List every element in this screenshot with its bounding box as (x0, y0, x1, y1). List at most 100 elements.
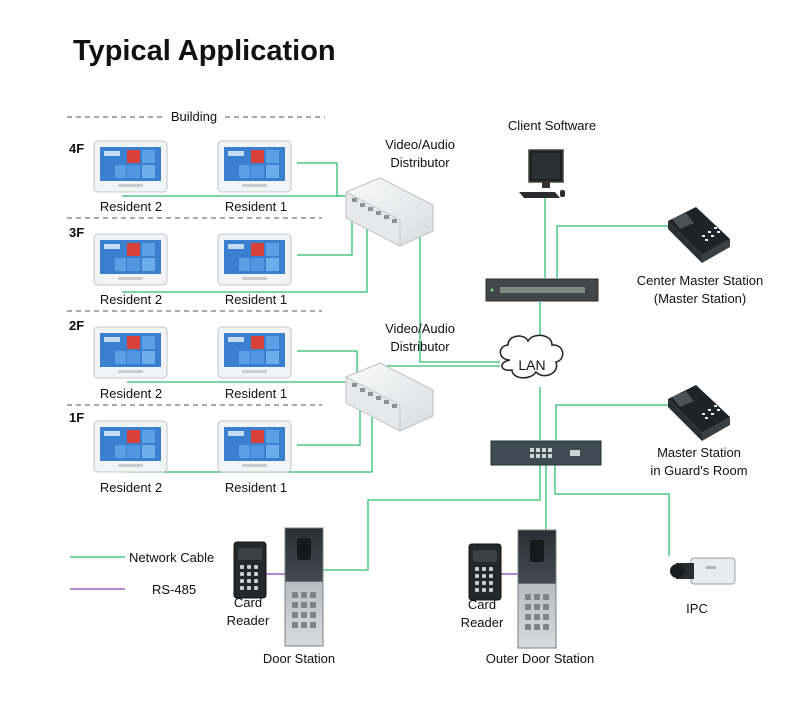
floor-label-4f: 4F (69, 141, 85, 156)
keypad-key (301, 602, 307, 608)
keypad-key (489, 574, 493, 578)
keypad-key (475, 567, 479, 571)
lan-cloud-icon (499, 334, 564, 379)
guard-master-label-1: Master Station (657, 445, 741, 460)
keypad-key (292, 612, 298, 618)
keypad-key (254, 586, 258, 590)
legend-rs485-label: RS-485 (152, 582, 197, 597)
keypad-key (534, 624, 540, 630)
keypad-key (525, 604, 531, 610)
resident-label: Resident 2 (99, 386, 163, 401)
resident-label: Resident 1 (224, 292, 288, 307)
keypad-key (240, 572, 244, 576)
outer-door-station-label: Outer Door Station (485, 651, 595, 666)
building-label: Building (170, 109, 218, 124)
keypad-key (489, 581, 493, 585)
keypad-key (310, 622, 316, 628)
keypad-key (475, 574, 479, 578)
client-software-label: Client Software (507, 118, 597, 133)
indoor-monitor-icon (93, 140, 168, 193)
keypad-key (301, 622, 307, 628)
resident-label: Resident 2 (99, 480, 163, 495)
cable-guard-master-poe (555, 404, 670, 440)
keypad-key (240, 579, 244, 583)
keypad-key (301, 612, 307, 618)
guard-master-station-icon (668, 385, 730, 441)
lan-label: LAN (518, 357, 546, 373)
keypad-key (525, 624, 531, 630)
indoor-monitor-icon (217, 140, 292, 193)
legend-network-label: Network Cable (129, 550, 215, 565)
guard-master-label-2: in Guard's Room (650, 463, 748, 478)
center-master-label-2: (Master Station) (653, 291, 747, 306)
ipc-label: IPC (686, 601, 708, 616)
keypad-key (475, 588, 479, 592)
distributor-lower-label-2: Distributor (390, 339, 450, 354)
cable-poe-door-station (318, 465, 541, 571)
indoor-monitor-icon (93, 420, 168, 473)
cable-2f-r1 (297, 350, 358, 378)
keypad-key (301, 592, 307, 598)
keypad-key (482, 574, 486, 578)
core-switch (485, 278, 599, 302)
floor-label-2f: 2F (69, 318, 85, 333)
keypad-key (475, 581, 479, 585)
keypad-key (525, 594, 531, 600)
keypad-key (525, 614, 531, 620)
keypad-key (240, 565, 244, 569)
client-pc-icon (519, 149, 565, 198)
indoor-monitor-icon (217, 326, 292, 379)
indoor-monitors (93, 140, 292, 473)
keypad-key (247, 586, 251, 590)
floor-separators (67, 116, 325, 406)
card-reader-left-label-1: Card (233, 595, 263, 610)
resident-label: Resident 1 (224, 480, 288, 495)
ipc-camera-icon (670, 557, 736, 585)
distributor-upper-label-2: Distributor (390, 155, 450, 170)
distributor-upper (345, 177, 434, 247)
keypad-key (254, 572, 258, 576)
keypad-key (247, 579, 251, 583)
indoor-monitor-icon (217, 233, 292, 286)
distributor-lower-label-1: Video/Audio (385, 321, 455, 336)
resident-label: Resident 1 (224, 386, 288, 401)
indoor-monitor-icon (93, 326, 168, 379)
keypad-key (240, 586, 244, 590)
floor-label-3f: 3F (69, 225, 85, 240)
keypad-key (310, 602, 316, 608)
resident-label: Resident 2 (99, 199, 163, 214)
keypad-key (543, 624, 549, 630)
indoor-monitor-icon (217, 420, 292, 473)
distributor-upper-label-1: Video/Audio (385, 137, 455, 152)
keypad-key (310, 592, 316, 598)
page-title: Typical Application (73, 35, 336, 67)
door-station-label: Door Station (262, 651, 336, 666)
card-reader-right-label-1: Card (467, 597, 497, 612)
poe-switch (490, 440, 602, 466)
cable-poe-ipc (554, 465, 670, 556)
keypad-key (534, 614, 540, 620)
keypad-key (482, 581, 486, 585)
card-reader-right-label-2: Reader (460, 615, 504, 630)
cable-1f-r1 (297, 405, 361, 446)
keypad-key (543, 594, 549, 600)
cable-3f-r2 (122, 215, 368, 293)
distributor-lower (345, 362, 434, 432)
center-master-station-icon (668, 207, 730, 263)
outer-door-station-icon (517, 529, 557, 649)
door-station-icon (284, 527, 324, 647)
cable-center-master-switch (556, 225, 670, 278)
keypad-key (482, 588, 486, 592)
floor-label-1f: 1F (69, 410, 85, 425)
keypad-key (489, 588, 493, 592)
indoor-monitor-icon (93, 233, 168, 286)
keypad-key (543, 614, 549, 620)
keypad-key (534, 604, 540, 610)
keypad-key (292, 622, 298, 628)
center-master-label-1: Center Master Station (636, 273, 764, 288)
card-reader-left-icon (233, 541, 267, 599)
resident-label: Resident 2 (99, 292, 163, 307)
keypad-key (534, 594, 540, 600)
